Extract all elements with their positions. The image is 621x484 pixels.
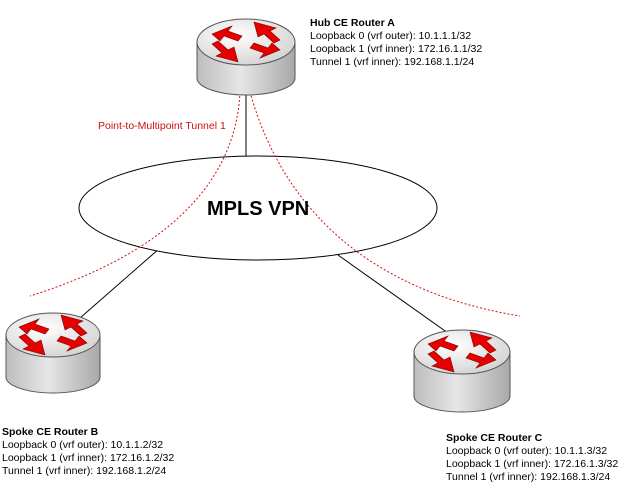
spoke-b-router-info: Spoke CE Router B Loopback 0 (vrf outer)… [2, 426, 174, 478]
router-hub [196, 18, 296, 96]
link-cloud-spoke-b [79, 247, 161, 319]
spoke-b-router-line: Loopback 0 (vrf outer): 10.1.1.2/32 [2, 439, 164, 451]
spoke-c-router-line: Loopback 1 (vrf inner): 172.16.1.3/32 [446, 458, 619, 470]
link-cloud-spoke-c [337, 254, 456, 339]
hub-router-title: Hub CE Router A [310, 17, 395, 29]
mpls-cloud [78, 155, 438, 261]
spoke-c-router-info: Spoke CE Router C Loopback 0 (vrf outer)… [446, 432, 618, 484]
mpls-vpn-label: MPLS VPN [207, 198, 310, 220]
hub-router-line: Loopback 1 (vrf inner): 172.16.1.1/32 [310, 43, 483, 55]
tunnel-curve-left [29, 91, 241, 297]
spoke-c-router-line: Loopback 0 (vrf outer): 10.1.1.3/32 [446, 445, 608, 457]
hub-router-line: Tunnel 1 (vrf inner): 192.168.1.1/24 [310, 56, 475, 68]
spoke-b-router-line: Loopback 1 (vrf inner): 172.16.1.2/32 [2, 452, 175, 464]
hub-router-line: Loopback 0 (vrf outer): 10.1.1.1/32 [310, 30, 472, 42]
spoke-b-router-title: Spoke CE Router B [2, 426, 99, 438]
tunnel-curve-right [249, 91, 521, 317]
spoke-c-router-line: Tunnel 1 (vrf inner): 192.168.1.3/24 [446, 471, 611, 483]
spoke-c-router-title: Spoke CE Router C [446, 432, 543, 444]
spoke-b-router-line: Tunnel 1 (vrf inner): 192.168.1.2/24 [2, 465, 167, 477]
router-spoke-b [5, 312, 101, 394]
tunnel-label: Point-to-Multipoint Tunnel 1 [98, 120, 226, 132]
router-spoke-c [413, 329, 511, 413]
hub-router-info: Hub CE Router A Loopback 0 (vrf outer): … [310, 17, 482, 69]
